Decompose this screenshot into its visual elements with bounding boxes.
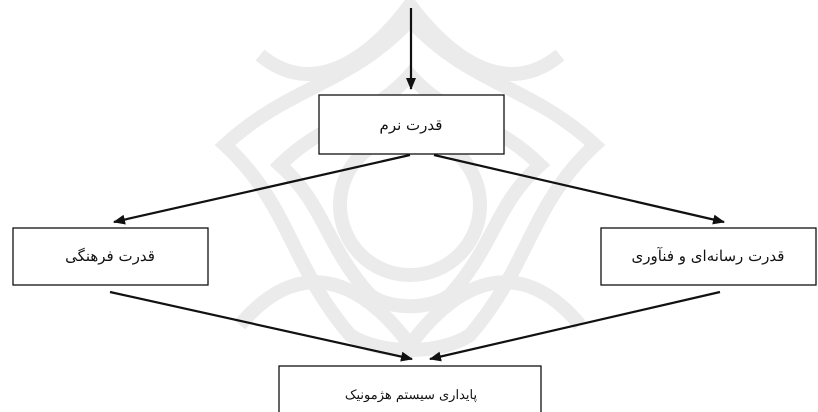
arrow-media-tech-to-hegemonic	[429, 290, 721, 362]
node-cultural-power: قدرت فرهنگی	[12, 227, 209, 286]
node-hegemonic-stability-label: پایداری سیستم هژمونیک	[345, 388, 478, 403]
node-cultural-power-label: قدرت فرهنگی	[65, 247, 155, 265]
arrow-soft-to-media-tech	[433, 153, 725, 225]
arrow-cultural-to-hegemonic	[109, 290, 413, 362]
node-media-tech-power-label: قدرت رسانه‌ای و فنآوری	[632, 247, 785, 265]
node-soft-power: قدرت نرم	[318, 94, 505, 155]
node-hegemonic-stability-box	[278, 365, 542, 412]
node-media-tech-power: قدرت رسانه‌ای و فنآوری	[600, 227, 817, 286]
arrow-soft-to-cultural	[113, 153, 411, 225]
node-hegemonic-stability: پایداری سیستم هژمونیک	[278, 365, 542, 412]
arabesque-star-watermark-icon	[214, 0, 606, 357]
node-cultural-power-box	[12, 227, 209, 286]
node-soft-power-label: قدرت نرم	[380, 116, 443, 134]
node-soft-power-box	[318, 94, 505, 155]
node-media-tech-power-box	[600, 227, 817, 286]
